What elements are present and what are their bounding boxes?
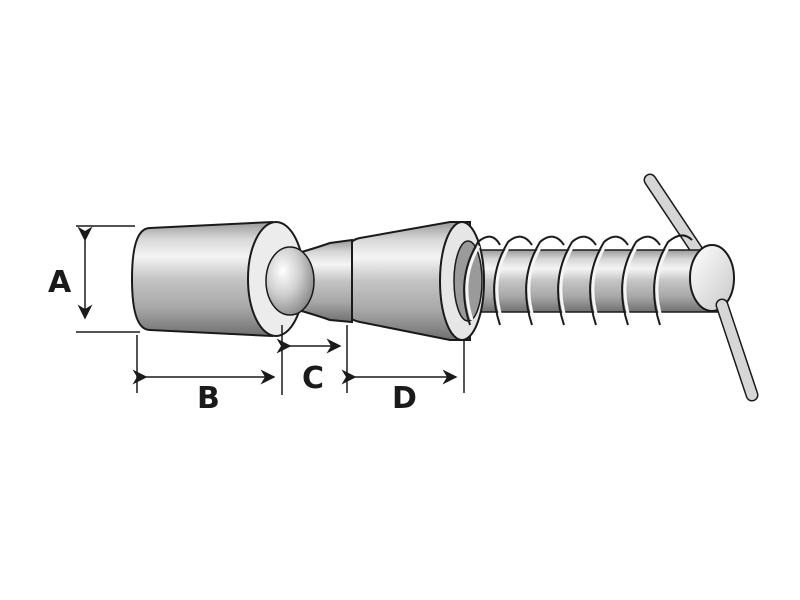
label-d: D (392, 381, 417, 416)
t-handle-rod-top (643, 173, 707, 262)
t-handle-rod-bottom (715, 298, 759, 402)
pin-body (130, 220, 273, 338)
label-b: B (197, 381, 220, 416)
spring-coils (463, 234, 693, 326)
dimension-a (76, 225, 140, 333)
pin-end-cap (689, 244, 735, 312)
label-a: A (48, 265, 72, 300)
label-c: C (302, 361, 324, 396)
ball-end (265, 246, 315, 316)
